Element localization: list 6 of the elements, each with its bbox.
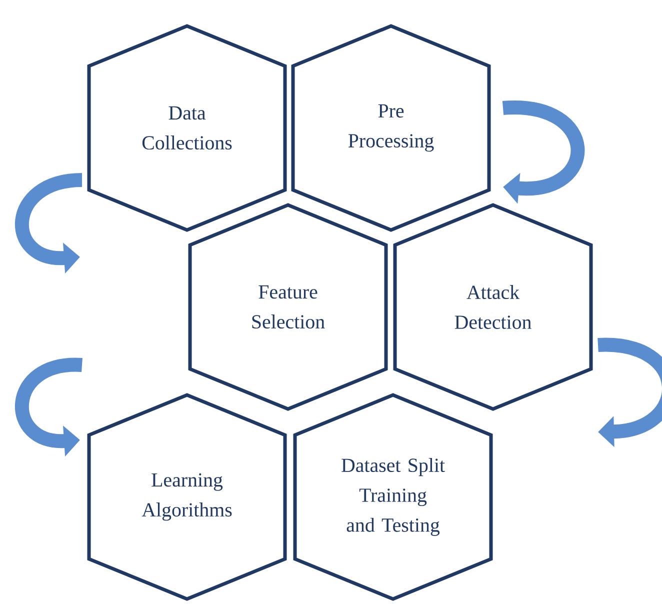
hexagon: Pre Processing [291,24,491,232]
hexagon: Data Collections [87,24,287,232]
hexagon: Learning Algorithms [87,393,287,601]
hexagon: Dataset Split Training and Testing [293,393,493,601]
hexagon: Attack Detection [393,203,593,411]
hexagon: Feature Selection [188,203,388,411]
